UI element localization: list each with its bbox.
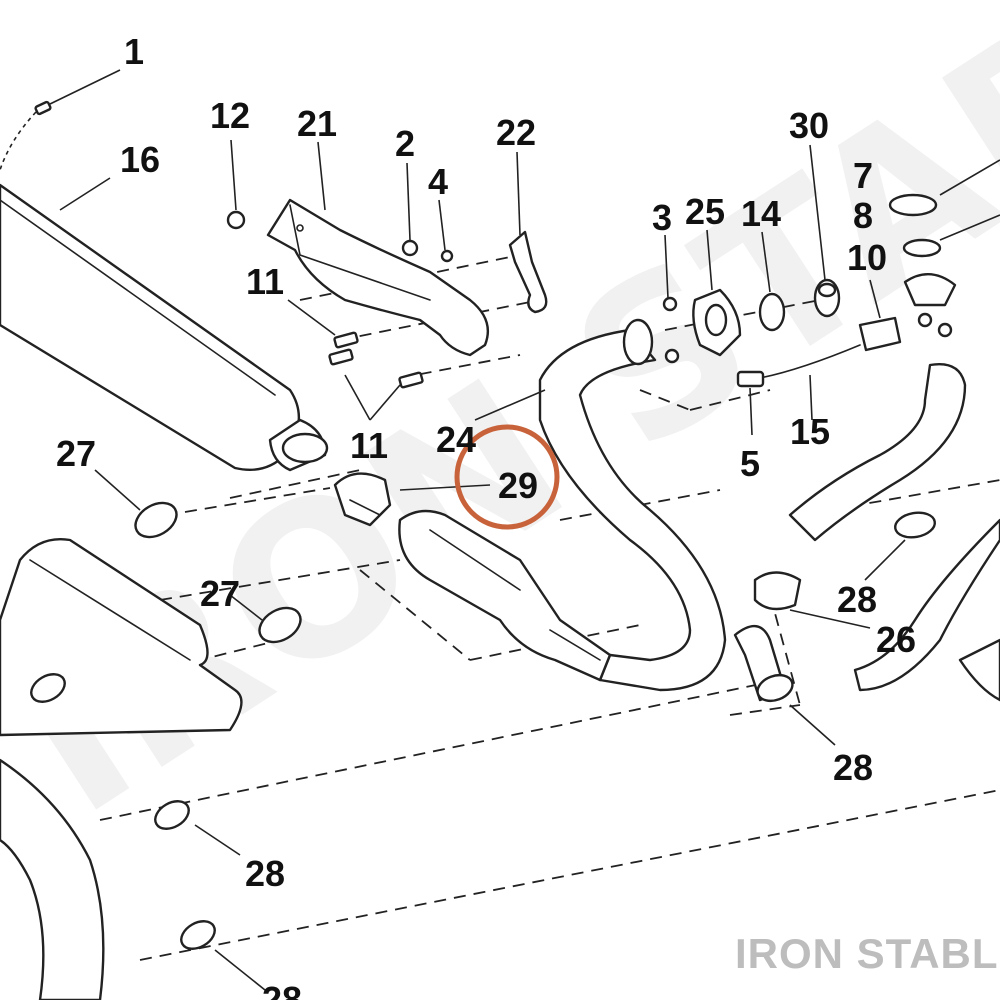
callout-10: 10 — [847, 237, 887, 278]
callout-12: 12 — [210, 95, 250, 136]
callout-2: 2 — [395, 123, 415, 164]
callout-8: 8 — [853, 195, 873, 236]
brand-logo-text: IRON STABLE — [735, 930, 1000, 977]
oxygen-sensor — [736, 316, 902, 388]
callout-28-bottom: 28 — [262, 979, 302, 1000]
callout-16: 16 — [120, 139, 160, 180]
rings-and-flange — [888, 193, 957, 338]
leader-lines — [59, 139, 1000, 991]
callout-14: 14 — [741, 193, 781, 234]
callout-28-center: 28 — [833, 747, 873, 788]
callout-3: 3 — [652, 197, 672, 238]
callout-27-lower: 27 — [200, 573, 240, 614]
callout-28-left: 28 — [245, 853, 285, 894]
callout-25: 25 — [685, 191, 725, 232]
callout-30: 30 — [789, 105, 829, 146]
callout-22: 22 — [496, 112, 536, 153]
bolts — [0, 69, 424, 389]
callout-1: 1 — [124, 31, 144, 72]
callout-26: 26 — [876, 619, 916, 660]
callout-7: 7 — [853, 155, 873, 196]
collector-sleeve — [333, 472, 392, 527]
header-pipe — [398, 318, 727, 692]
callout-21: 21 — [297, 103, 337, 144]
mounting-bracket — [266, 198, 490, 357]
callout-15: 15 — [790, 411, 830, 452]
callout-labels: 1 12 21 2 4 22 30 7 8 16 3 25 14 10 11 1… — [56, 31, 916, 1000]
clamp-bands — [30, 501, 937, 950]
flange-parts — [226, 210, 841, 364]
callout-24: 24 — [436, 419, 476, 460]
callout-11-upper: 11 — [246, 261, 284, 302]
side-bracket — [508, 230, 548, 314]
callout-27-upper: 27 — [56, 433, 96, 474]
muffler-upper — [0, 183, 329, 472]
callout-4: 4 — [428, 161, 448, 202]
callout-11-lower: 11 — [350, 425, 388, 466]
highlight-circle — [454, 424, 560, 530]
callout-29: 29 — [498, 465, 538, 506]
callout-5: 5 — [740, 443, 760, 484]
callout-28-right: 28 — [837, 579, 877, 620]
